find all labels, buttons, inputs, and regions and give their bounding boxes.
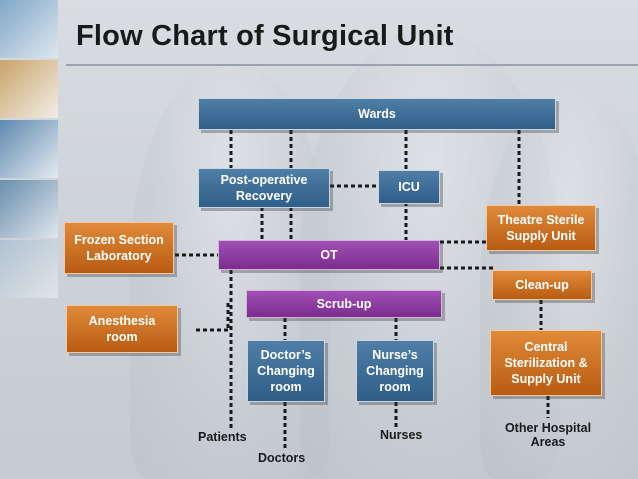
node-label: Anesthesia room — [88, 314, 156, 344]
page-title: Flow Chart of Surgical Unit — [76, 20, 454, 52]
node-doctors-changing-room: Doctor’s Changing room — [247, 340, 325, 402]
node-nurses-changing-room: Nurse’s Changing room — [356, 340, 434, 402]
label-patients: Patients — [198, 430, 247, 444]
node-central-sterilization-supply-unit: Central Sterilization & Supply Unit — [490, 330, 602, 396]
node-label: OT — [320, 248, 338, 262]
photo-strip — [0, 0, 58, 300]
label-other-hospital-areas: Other Hospital Areas — [504, 421, 592, 449]
label-nurses: Nurses — [380, 428, 423, 442]
node-label: Doctor’s Changing room — [257, 348, 315, 394]
label-doctors: Doctors — [258, 451, 306, 465]
node-theatre-sterile-supply-unit: Theatre Sterile Supply Unit — [486, 205, 596, 251]
node-label: Clean-up — [515, 278, 569, 292]
title-divider — [66, 64, 638, 66]
photo-tile — [0, 60, 58, 118]
node-label: Nurse’s Changing room — [366, 348, 424, 394]
photo-tile — [0, 240, 58, 298]
photo-tile — [0, 120, 58, 178]
photo-tile — [0, 0, 58, 58]
node-post-operative-recovery: Post-operative Recovery — [198, 168, 330, 208]
node-frozen-section-laboratory: Frozen Section Laboratory — [64, 222, 174, 274]
node-label: Frozen Section Laboratory — [74, 233, 164, 263]
node-label: Theatre Sterile Supply Unit — [497, 213, 585, 243]
node-label: Scrub-up — [316, 297, 372, 311]
node-ot: OT — [218, 240, 440, 270]
node-label: Central Sterilization & Supply Unit — [504, 340, 588, 386]
node-icu: ICU — [378, 170, 440, 204]
node-wards: Wards — [198, 98, 556, 130]
node-anesthesia-room: Anesthesia room — [66, 305, 178, 353]
node-label: Wards — [358, 107, 396, 121]
node-clean-up: Clean-up — [492, 270, 592, 300]
photo-tile — [0, 180, 58, 238]
node-label: Post-operative Recovery — [220, 173, 308, 203]
node-scrub-up: Scrub-up — [246, 290, 442, 318]
node-label: ICU — [398, 180, 420, 194]
